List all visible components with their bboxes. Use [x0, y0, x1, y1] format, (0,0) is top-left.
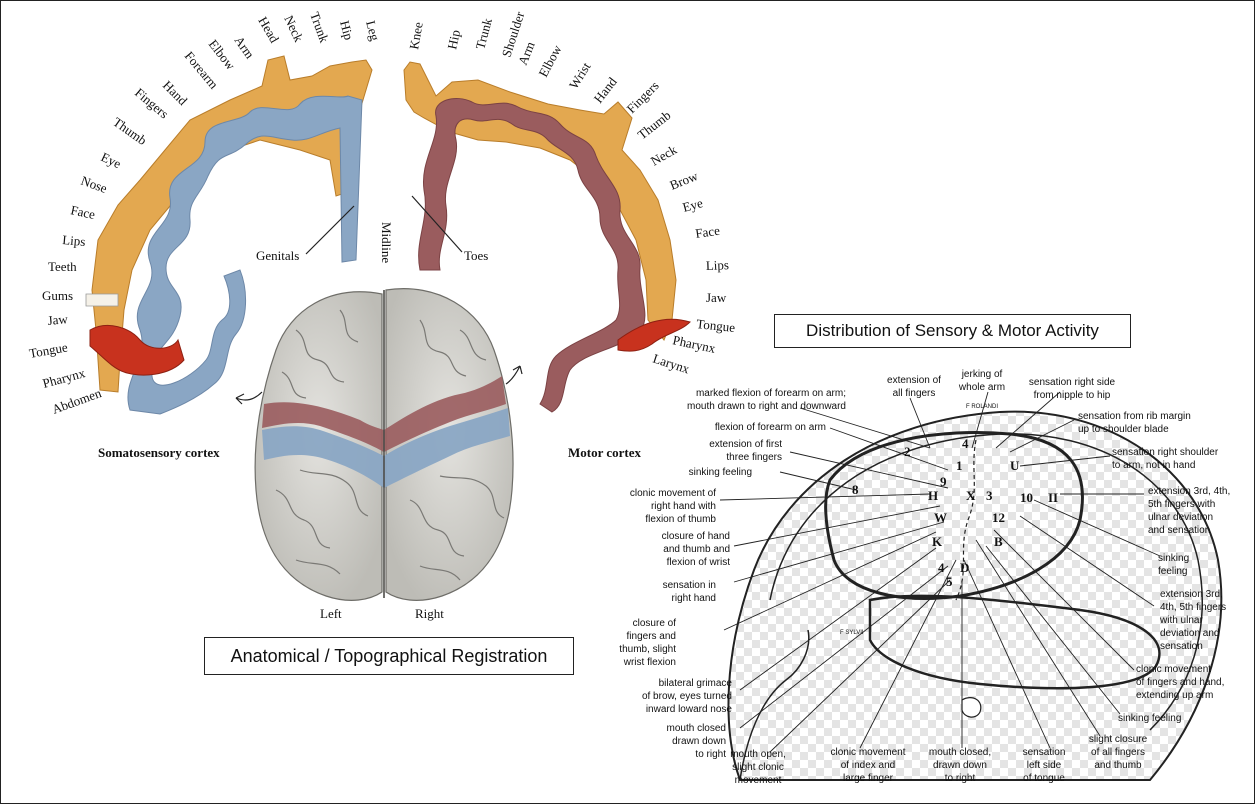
motor-label-brow: Brow	[668, 168, 701, 193]
motor-label-larynx: Larynx	[651, 351, 692, 377]
point-code: 4	[962, 436, 969, 451]
point-code: 2	[904, 444, 911, 459]
motor-label-pharynx: Pharynx	[671, 332, 717, 356]
point-code: 10	[1020, 490, 1033, 505]
sensory-label-arm: Arm	[232, 33, 258, 61]
anatomical-caption: Anatomical / Topographical Registration	[204, 637, 574, 675]
motor-label-tongue: Tongue	[696, 316, 736, 335]
point-code: II	[1048, 490, 1058, 505]
sylvian-label: F SYLVII	[840, 630, 864, 636]
annotation-flexion-forearm: flexion of forearm on arm	[715, 422, 826, 433]
point-code: D	[960, 560, 969, 575]
motor-label-thumb: Thumb	[635, 107, 674, 142]
toes-label: Toes	[464, 248, 488, 263]
annotation-sensation-rib-margin: sensation from rib marginup to shoulder …	[1078, 411, 1191, 435]
point-code: H	[928, 488, 938, 503]
motor-cortex-title: Motor cortex	[568, 445, 642, 460]
sensory-label-thumb: Thumb	[110, 114, 149, 148]
annotation-mouth-open: mouth open,slight clonicmovement	[730, 749, 786, 786]
motor-label-hand: Hand	[591, 74, 620, 106]
motor-label-elbow: Elbow	[535, 42, 564, 80]
sensory-label-nose: Nose	[79, 173, 109, 196]
sensory-label-pharynx: Pharynx	[41, 365, 87, 391]
point-code: 1	[956, 458, 963, 473]
motor-label-neck: Neck	[648, 142, 680, 169]
motor-label-trunk: Trunk	[472, 16, 495, 51]
motor-label-wrist: Wrist	[566, 59, 594, 91]
point-code: W	[934, 510, 947, 525]
brain-left-label: Left	[320, 606, 342, 621]
sensory-cortex-title: Somatosensory cortex	[98, 445, 220, 460]
sensory-label-eye: Eye	[99, 149, 124, 171]
annotation-flexion-forearm-mouth: marked flexion of forearm on arm;mouth d…	[687, 388, 846, 412]
point-code: K	[932, 534, 943, 549]
motor-label-arm: Arm	[515, 39, 538, 67]
motor-label-knee: Knee	[406, 21, 426, 51]
motor-label-hip: Hip	[444, 28, 463, 50]
sensory-label-leg: Leg	[363, 19, 383, 43]
point-code: 3	[986, 488, 993, 503]
point-code: 9	[940, 474, 947, 489]
brain-right-label: Right	[415, 606, 444, 621]
sensory-label-jaw: Jaw	[47, 311, 69, 328]
sensory-label-abdomen: Abdomen	[50, 385, 104, 417]
sensory-label-head: Head	[255, 14, 282, 46]
motor-label-eye: Eye	[681, 195, 705, 215]
annotation-sinking-feeling-bottom: sinking feeling	[1118, 713, 1181, 724]
midline-label: Midline	[379, 222, 394, 263]
annotation-sensation-right-hand: sensation inright hand	[663, 580, 716, 604]
distribution-title: Distribution of Sensory & Motor Activity	[774, 314, 1131, 348]
point-code: 12	[992, 510, 1005, 525]
ear-mark	[962, 698, 981, 717]
point-code: 5	[946, 574, 953, 589]
sensory-label-neck: Neck	[281, 13, 306, 45]
genitals-label: Genitals	[256, 248, 299, 263]
point-code: B	[994, 534, 1003, 549]
point-code: 4	[938, 560, 945, 575]
rolandic-label: F ROLANDI	[966, 404, 998, 410]
sensory-label-tongue: Tongue	[28, 339, 69, 361]
motor-label-face: Face	[694, 223, 721, 241]
annotation-sinking-feeling-left: sinking feeling	[689, 467, 752, 478]
sensory-label-gums: Gums	[42, 288, 73, 303]
point-code: 8	[852, 482, 859, 497]
sensory-label-lips: Lips	[62, 232, 86, 249]
sensory-teeth	[86, 294, 118, 306]
point-code: U	[1010, 458, 1020, 473]
annotation-extension-first-three: extension of firstthree fingers	[709, 439, 782, 463]
sensory-label-face: Face	[69, 202, 96, 222]
point-code: X	[966, 488, 976, 503]
motor-arrow	[506, 366, 520, 384]
motor-label-fingers: Fingers	[624, 78, 662, 116]
motor-label-jaw: Jaw	[706, 290, 727, 305]
motor-label-lips: Lips	[706, 257, 730, 273]
sensory-label-trunk: Trunk	[307, 10, 332, 45]
sensory-label-hip: Hip	[337, 19, 357, 42]
brain-top-view	[255, 289, 513, 601]
sensory-label-teeth: Teeth	[48, 259, 77, 274]
